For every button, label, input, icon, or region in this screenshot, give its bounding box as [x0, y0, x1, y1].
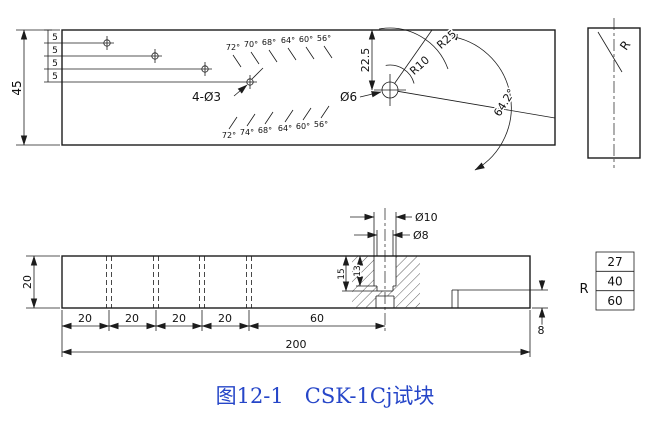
r-table-value-1: 27 [607, 255, 622, 269]
dim-hole-spacing: 5 5 5 5 [44, 29, 257, 84]
hidden-slots [106, 256, 252, 308]
angle-scale-top: 72° 70° 68° 64° 60° 56° [224, 33, 333, 68]
angle-top-5: 60° [299, 35, 313, 44]
slot-dim-4: 20 [218, 312, 232, 325]
dim-15-label: 15 [337, 268, 347, 279]
angle-scale-bottom: 72° 74° 68° 64° 60° 56° [220, 105, 330, 142]
angle-top-2: 70° [244, 40, 258, 49]
dim-row-slots: 20 20 20 20 60 [61, 310, 386, 357]
dim-8-step: 8 [451, 280, 548, 339]
dim-200-label: 200 [286, 338, 307, 351]
r-table-value-3: 60 [607, 294, 622, 308]
hole-spacing-dim-3: 5 [52, 59, 58, 69]
front-view: 20 [20, 208, 635, 357]
phi6-label: Ø6 [340, 90, 357, 104]
dim-22-5-label: 22.5 [359, 48, 372, 73]
end-view: R [587, 18, 641, 168]
angle-top-3: 68° [262, 38, 276, 47]
angle-bottom-1: 72° [222, 131, 236, 140]
radius-fan: R10 R25 64.2° [378, 26, 556, 171]
section-hatch [352, 256, 420, 308]
dim-20-label: 20 [21, 275, 34, 289]
angle-top-4: 64° [281, 36, 295, 45]
figure-caption: 图12-1 CSK-1Cj试块 [216, 384, 435, 408]
r-table-value-2: 40 [607, 275, 622, 289]
angle-bottom-4: 64° [278, 124, 292, 133]
front-view-outline [61, 255, 531, 309]
slot-dim-2: 20 [125, 312, 139, 325]
hole-spacing-dim-1: 5 [52, 33, 58, 43]
r25-label: R25 [434, 28, 459, 52]
angle-top-1: 72° [226, 43, 240, 52]
dim-45-label: 45 [10, 80, 24, 95]
phi10-label: Ø10 [415, 211, 438, 224]
dim-60-label: 60 [310, 312, 324, 325]
angle-bottom-2: 74° [240, 128, 254, 137]
angle-bottom-6: 56° [314, 120, 328, 129]
hole-spacing-dim-2: 5 [52, 46, 58, 56]
slot-dim-1: 20 [78, 312, 92, 325]
dim-45: 45 [9, 29, 60, 146]
phi6-hole: Ø6 [339, 74, 406, 106]
dim-200: 200 [61, 310, 531, 357]
top-view-outline [61, 29, 556, 146]
dim-13-label: 13 [353, 265, 363, 276]
phi8-label: Ø8 [413, 229, 429, 242]
top-view: 45 5 5 5 5 4-Ø3 [9, 26, 556, 171]
side-holes-label: 4-Ø3 [192, 90, 221, 104]
angle-top-6: 56° [317, 34, 331, 43]
r10-label: R10 [407, 54, 432, 78]
angle-64-2-label: 64.2° [491, 87, 518, 119]
side-drilled-holes: 4-Ø3 [103, 36, 264, 106]
dim-22-5: 22.5 [358, 29, 376, 91]
slot-dim-3: 20 [172, 312, 186, 325]
angle-bottom-3: 68° [258, 126, 272, 135]
hole-callouts: Ø10 Ø8 [350, 208, 439, 332]
dim-8-label: 8 [538, 324, 545, 337]
end-view-r-label: R [617, 38, 633, 53]
angle-bottom-5: 60° [296, 122, 310, 131]
hole-spacing-dim-4: 5 [52, 72, 58, 82]
r-table-label: R [579, 282, 588, 297]
radius-table: R 27 40 60 [578, 251, 635, 311]
depth-dims: 15 13 [336, 255, 377, 292]
dim-20-height: 20 [20, 255, 60, 309]
